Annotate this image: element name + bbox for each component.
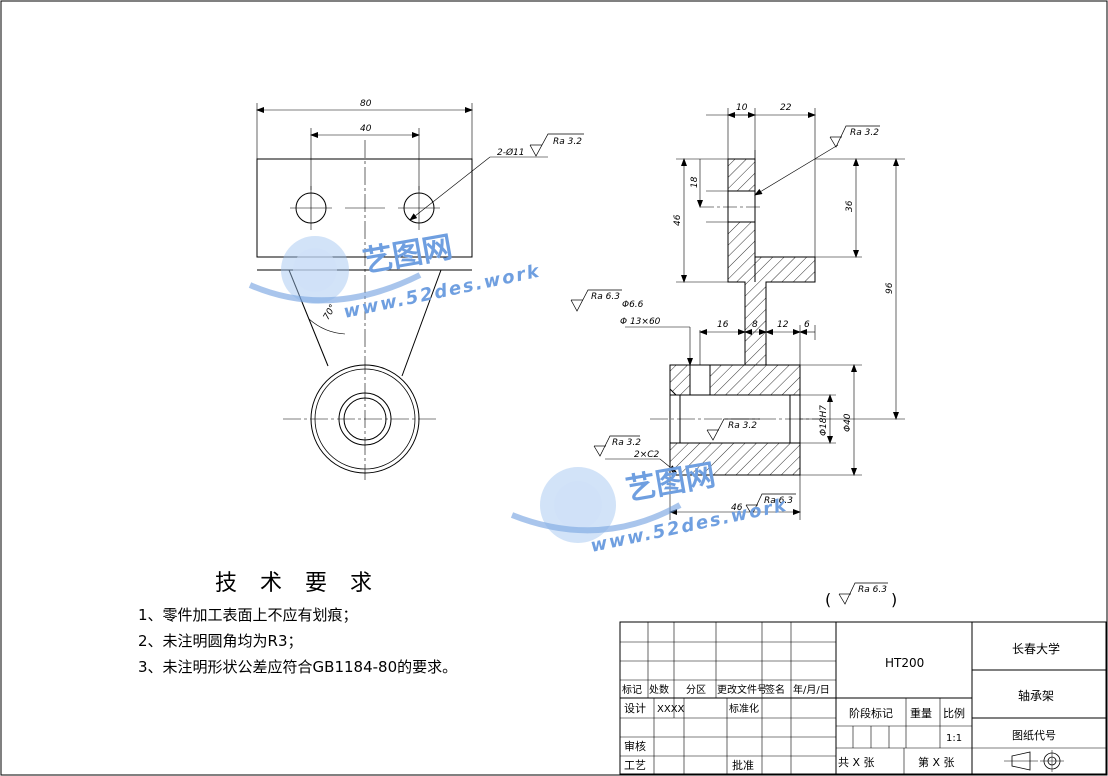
- approve-label: 批准: [732, 758, 754, 772]
- dim-80-label: 80: [360, 99, 372, 109]
- weight-label: 重量: [910, 706, 932, 720]
- watermark-brand-upper: 艺图网: [360, 230, 455, 280]
- roughness-top-label: Ra 3.2: [850, 128, 879, 138]
- process-label: 工艺: [624, 759, 646, 772]
- total-sheets-label: 共 X 张: [838, 756, 875, 769]
- dim-16-label: 16: [717, 320, 729, 330]
- dim-46-label: 46: [673, 214, 683, 226]
- rib-right: [401, 269, 442, 377]
- watermark-lower: [510, 467, 682, 543]
- rev-header-date: 年/月/日: [793, 683, 830, 696]
- dim-18-label: 18: [690, 176, 700, 188]
- dim-phi18h7-label: Φ18H7: [819, 405, 829, 436]
- section-boss-top: [669, 364, 691, 396]
- dim-40-label: 40: [360, 124, 372, 134]
- general-roughness-label: Ra 6.3: [858, 585, 887, 595]
- dim-bottom-46-label: 46: [731, 503, 743, 513]
- section-boss-top-mid: [709, 364, 801, 396]
- rib-left: [288, 269, 329, 367]
- hole-callout-label: 2-Ø11: [497, 147, 525, 158]
- dim-96-label: 96: [885, 282, 895, 294]
- scale-label: 比例: [943, 706, 965, 720]
- scale-value: 1:1: [946, 733, 962, 744]
- requirement-item-1: 1、零件加工表面上不应有划痕；: [138, 606, 358, 624]
- material-label: HT200: [885, 656, 924, 670]
- designer-name: XXXX: [657, 704, 685, 715]
- roughness-left-label: Ra 6.3: [591, 292, 620, 302]
- rev-header-signature: 签名: [765, 683, 785, 696]
- dim-2xc2-label: 2×C2: [634, 450, 660, 460]
- dim-6-label: 6: [804, 320, 810, 330]
- rev-header-count: 处数: [649, 683, 669, 696]
- roughness-symbols-section: [570, 125, 888, 605]
- title-block: [619, 621, 1107, 775]
- roughness-symbol-holes: [529, 133, 584, 157]
- general-roughness-paren-open: (: [825, 590, 831, 609]
- rev-header-mark: 标记: [622, 684, 642, 696]
- roughness-bore-label: Ra 3.2: [728, 421, 757, 431]
- dim-10-label: 10: [736, 103, 748, 113]
- angle-label: 70°: [322, 303, 339, 322]
- section-dimensions: [605, 108, 905, 520]
- watermark-brand-lower: 艺图网: [623, 458, 718, 508]
- rev-header-zone: 分区: [686, 684, 706, 696]
- stage-mark-label: 阶段标记: [849, 706, 893, 720]
- roughness-holes-label: Ra 3.2: [553, 137, 582, 147]
- watermark-upper: [248, 236, 422, 304]
- school-name: 长春大学: [1012, 641, 1060, 656]
- rev-header-change-doc: 更改文件号: [717, 683, 767, 696]
- dim-8-label: 8: [752, 320, 758, 330]
- section-upper-flange: [727, 158, 756, 192]
- dim-phi40-label: Φ40: [843, 413, 853, 432]
- dim-phi13x60-label: Φ 13×60: [620, 317, 661, 327]
- general-roughness-paren-close: ): [891, 590, 897, 609]
- base-plate-outline: [256, 158, 473, 258]
- review-label: 审核: [624, 739, 646, 753]
- drawing-number-label: 图纸代号: [1012, 729, 1056, 742]
- projection-symbol-icon: [1004, 750, 1064, 772]
- dim-12-label: 12: [777, 320, 789, 330]
- dim-phi6-6-label: Φ6.6: [622, 300, 644, 310]
- sheet-number-label: 第 X 张: [918, 755, 955, 769]
- section-web-upper: [727, 221, 816, 366]
- roughness-bottom-label: Ra 6.3: [764, 496, 793, 506]
- front-view: [256, 103, 548, 480]
- requirement-item-2: 2、未注明圆角均为R3；: [138, 632, 303, 650]
- design-label: 设计: [624, 702, 646, 715]
- requirements-title: 技 术 要 求: [215, 571, 380, 596]
- requirement-item-3: 3、未注明形状公差应符合GB1184-80的要求。: [138, 658, 457, 676]
- dim-36-label: 36: [845, 200, 855, 212]
- part-name: 轴承架: [1018, 688, 1054, 703]
- standardize-label: 标准化: [729, 702, 759, 715]
- roughness-chamfer-label: Ra 3.2: [612, 438, 641, 448]
- dim-22-label: 22: [780, 103, 792, 113]
